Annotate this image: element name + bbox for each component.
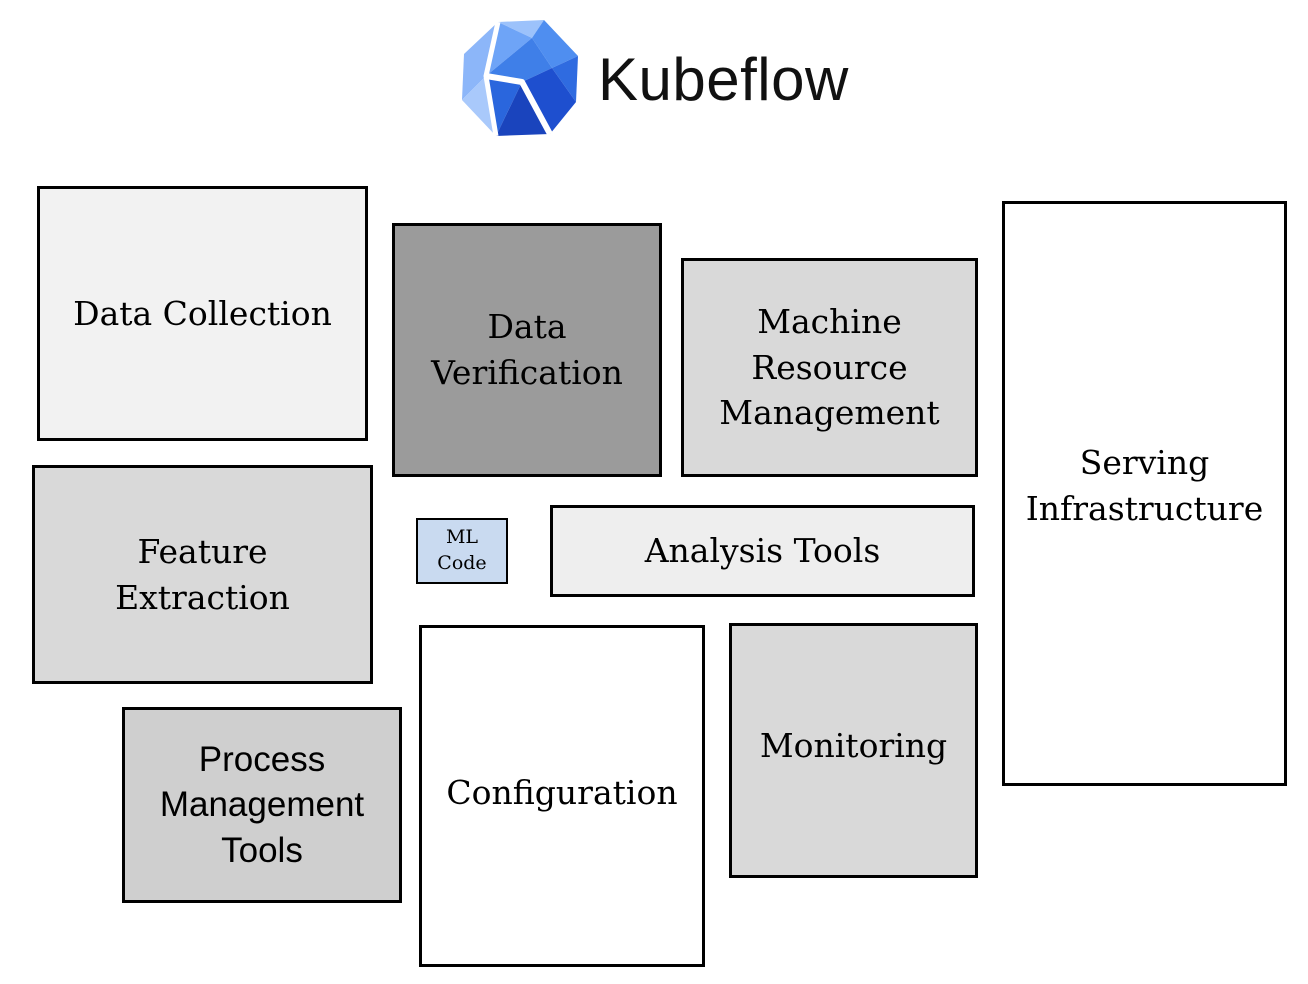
configuration-box: Configuration	[419, 625, 705, 967]
analysis-tools-label: Analysis Tools	[644, 531, 881, 571]
kubeflow-header: Kubeflow	[456, 18, 849, 140]
analysis-tools-box: Analysis Tools	[550, 505, 975, 597]
data-collection-box: Data Collection	[37, 186, 368, 441]
serving-infrastructure-label: Serving Infrastructure	[1025, 442, 1264, 528]
process-management-tools-label: Process Management Tools	[159, 739, 365, 870]
data-verification-label: Data Verification	[431, 307, 623, 392]
kubeflow-logo-icon	[462, 20, 578, 137]
brand-name: Kubeflow	[598, 45, 849, 113]
data-verification-box: Data Verification	[392, 223, 662, 477]
monitoring-box: Monitoring	[729, 623, 978, 878]
feature-extraction-label: Feature Extraction	[115, 531, 290, 617]
process-management-tools-box: Process Management Tools	[122, 707, 402, 903]
machine-resource-management-box: Machine Resource Management	[681, 258, 978, 477]
monitoring-label: Monitoring	[759, 725, 948, 765]
configuration-label: Configuration	[446, 773, 678, 813]
ml-code-label: ML Code	[437, 526, 487, 574]
feature-extraction-box: Feature Extraction	[32, 465, 373, 684]
data-collection-label: Data Collection	[73, 293, 332, 333]
ml-code-box: ML Code	[416, 518, 508, 584]
machine-resource-management-label: Machine Resource Management	[719, 302, 940, 433]
serving-infrastructure-box: Serving Infrastructure	[1002, 201, 1287, 786]
